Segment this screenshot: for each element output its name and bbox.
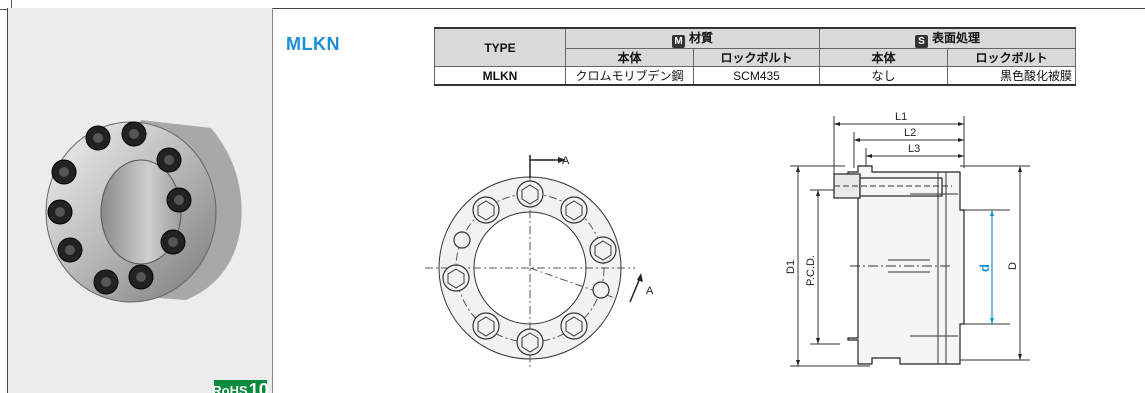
- model-title: MLKN: [286, 34, 340, 54]
- subheader-bolt-surface: ロックボルト: [947, 48, 1076, 67]
- dim-l3: L3: [908, 143, 920, 155]
- material-header-label: 材質: [688, 31, 713, 45]
- dim-d1: D1: [785, 260, 797, 274]
- cell-body-material: クロムモリブデン鋼: [565, 66, 694, 86]
- side-view-drawing: L1 L2 L3 D1 P.C.D. d D: [785, 111, 1030, 367]
- front-view-drawing: A A: [425, 155, 654, 370]
- dim-l2: L2: [904, 127, 916, 139]
- rohs-number: 10: [248, 379, 269, 393]
- corner-mark: [0, 0, 12, 10]
- dim-outer-d: D: [1007, 262, 1019, 270]
- dim-pcd: P.C.D.: [805, 255, 817, 286]
- section-label-bottom: A: [646, 285, 654, 297]
- surface-header-label: 表面処理: [931, 31, 980, 45]
- cell-bolt-material: SCM435: [693, 66, 820, 86]
- subheader-bolt-material: ロックボルト: [693, 48, 820, 67]
- rohs-label: RoHS: [212, 382, 248, 393]
- dim-l1: L1: [895, 111, 907, 123]
- section-label-top: A: [562, 155, 570, 167]
- product-photo: [45, 120, 242, 303]
- cell-type: MLKN: [434, 66, 566, 86]
- subheader-body-material: 本体: [565, 48, 694, 67]
- type-header: TYPE: [434, 27, 566, 67]
- dim-bore-d: d: [977, 264, 992, 272]
- cell-bolt-surface: 黒色酸化被膜: [947, 66, 1076, 86]
- cell-body-surface: なし: [819, 66, 948, 86]
- content-frame: [7, 8, 1145, 393]
- surface-icon: S: [914, 35, 928, 48]
- subheader-body-surface: 本体: [819, 48, 948, 67]
- material-icon: M: [671, 35, 685, 48]
